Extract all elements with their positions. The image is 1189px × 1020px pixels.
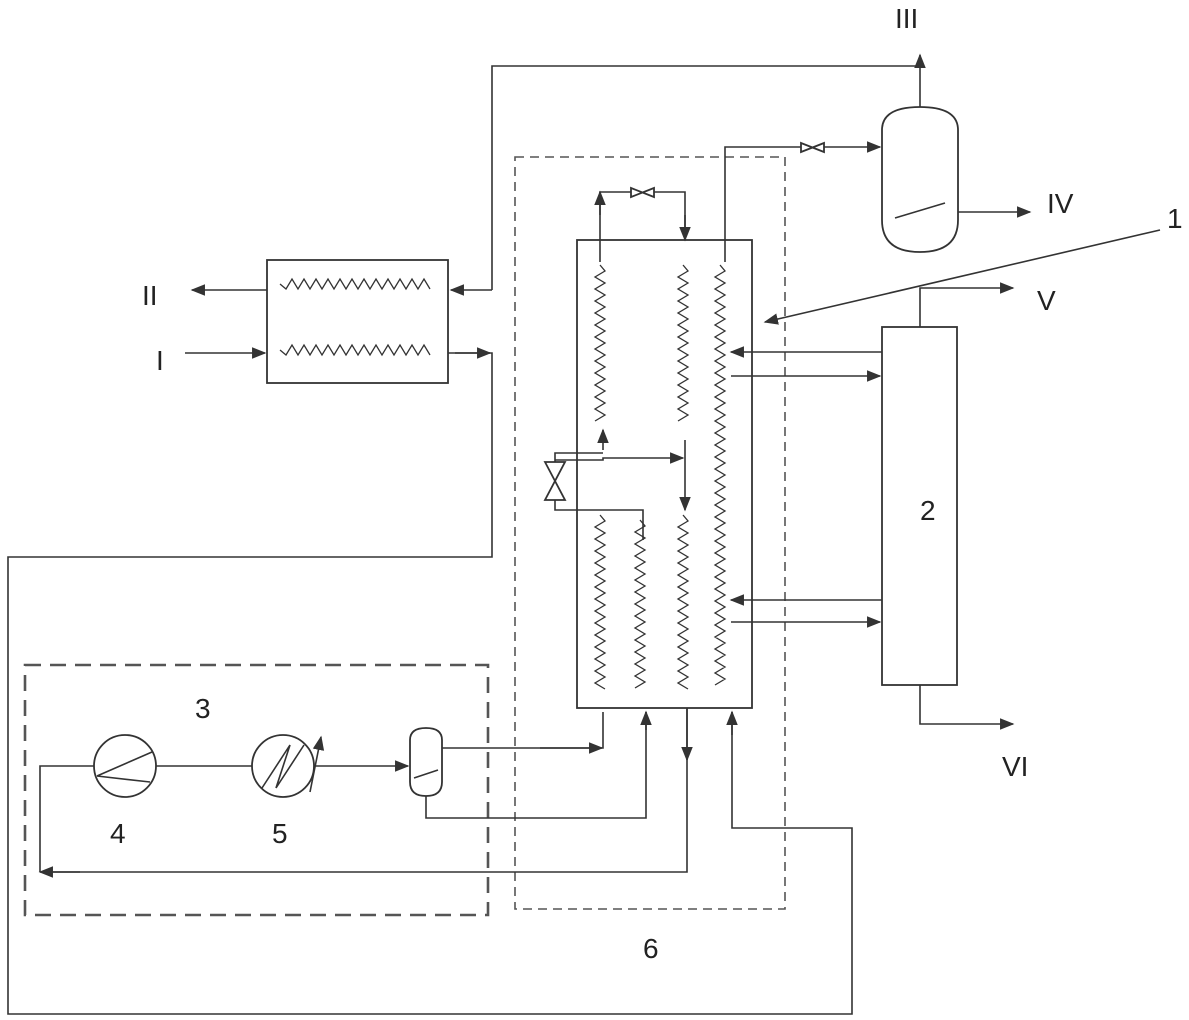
stream-label-I: I: [156, 345, 164, 376]
compressor-return-line: [39, 765, 94, 872]
coil-a-upper: [593, 264, 607, 422]
feed-heat-exchanger: [266, 259, 449, 384]
equipment-label-2: 2: [920, 495, 936, 526]
feed-to-cold-box-line: [7, 352, 853, 1015]
compressor: [93, 734, 157, 798]
exchanger-to-separator-line: [724, 146, 801, 262]
refrigerant-return-line: [42, 708, 688, 873]
equipment-label-1: 1: [1167, 203, 1183, 234]
mid-right-link: [603, 509, 644, 540]
cooler-adjust-arrow: [309, 735, 325, 793]
label-1-pointer: [763, 229, 1161, 325]
valve-separator-inlet-icon: [800, 141, 825, 154]
bypass-left: [554, 452, 603, 462]
bypass-bottom: [554, 500, 603, 511]
equipment-label-3: 3: [195, 693, 211, 724]
stream-label-IV: IV: [1047, 188, 1074, 219]
top-loop-right: [654, 191, 686, 240]
separator-liquid-level: [894, 202, 946, 219]
refrigerant-receiver: [409, 727, 443, 797]
valve-side-bypass-icon: [543, 461, 567, 501]
coil-d-full: [713, 264, 727, 686]
receiver-level: [413, 769, 439, 779]
top-loop-left: [599, 191, 631, 262]
receiver-vapor-line: [442, 712, 604, 749]
stream-label-III: III: [895, 3, 918, 34]
main-heat-exchanger: [576, 239, 753, 709]
cooler-symbol-icon: [261, 744, 305, 789]
cold-box-boundary: [514, 156, 786, 910]
equipment-label-4: 4: [110, 818, 126, 849]
stream-label-V: V: [1037, 285, 1056, 316]
receiver-liquid-line: [425, 712, 647, 819]
compressor-blade-icon: [96, 751, 153, 783]
vapor-return-line: [491, 65, 920, 290]
main-exchanger-coils: [593, 264, 727, 690]
equipment-label-5: 5: [272, 818, 288, 849]
coil-c-upper: [676, 264, 690, 422]
coil-a-lower: [593, 514, 607, 690]
stream-VI-line: [919, 685, 1015, 730]
refrigeration-unit-boundary: [23, 663, 490, 917]
feed-exchanger-coil-upper: [279, 277, 431, 291]
valve-top-exchanger-icon: [630, 186, 655, 199]
stream-label-II: II: [142, 280, 158, 311]
stream-V-line: [919, 282, 1015, 327]
separator-vessel: [881, 106, 959, 253]
equipment-label-6: 6: [643, 933, 659, 964]
coil-c-lower: [676, 514, 690, 690]
mid-cross-line: [555, 452, 685, 464]
stream-label-VI: VI: [1002, 751, 1028, 782]
coil-b-lower: [633, 519, 647, 689]
feed-exchanger-coil-lower: [279, 343, 431, 357]
